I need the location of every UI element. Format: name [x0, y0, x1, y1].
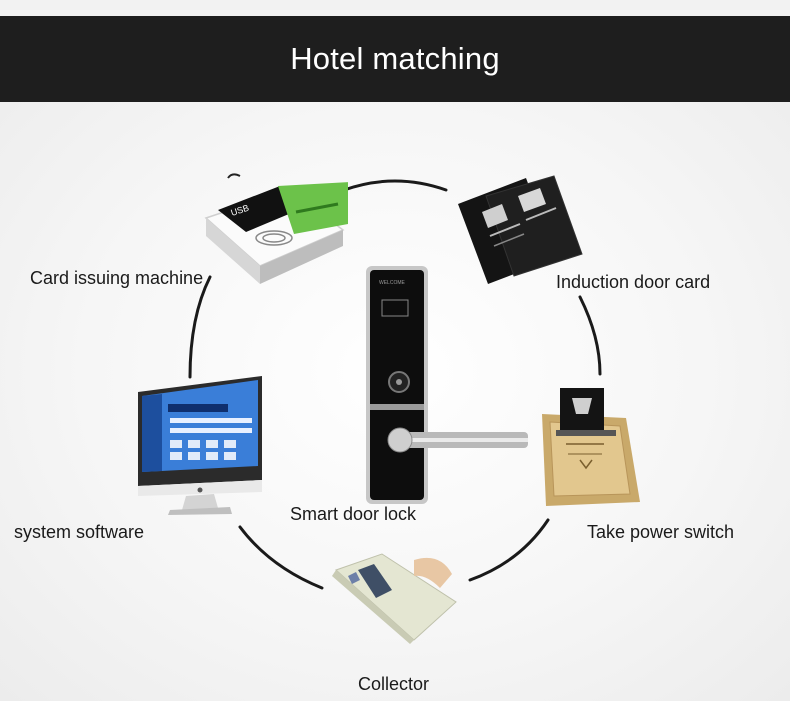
monitor-icon [138, 376, 262, 515]
arc-top [342, 179, 448, 192]
handheld-collector-icon [332, 553, 457, 644]
connection-ring [188, 179, 602, 590]
arc-right-lower [468, 518, 550, 582]
door-lock-label: Smart door lock [290, 504, 417, 524]
power-switch-icon [542, 388, 640, 506]
arc-left-upper [188, 275, 212, 379]
door-card-label: Induction door card [556, 272, 711, 292]
door-lock-icon: WELCOME [366, 266, 528, 504]
arc-right-upper [578, 295, 602, 376]
key-card-icon [458, 175, 583, 284]
lock-welcome-text: WELCOME [379, 280, 406, 286]
page-title: Hotel matching [290, 41, 500, 76]
header-banner: Hotel matching [0, 16, 790, 102]
product-diagram: USB Card issuing machine Induction door … [0, 102, 790, 701]
collector-label: Collector [358, 674, 430, 694]
card-reader-icon: USB [204, 173, 348, 284]
software-label: system software [14, 522, 145, 542]
card-issuer-label: Card issuing machine [30, 268, 204, 288]
arc-left-lower [238, 525, 324, 590]
power-switch-label: Take power switch [587, 522, 735, 542]
